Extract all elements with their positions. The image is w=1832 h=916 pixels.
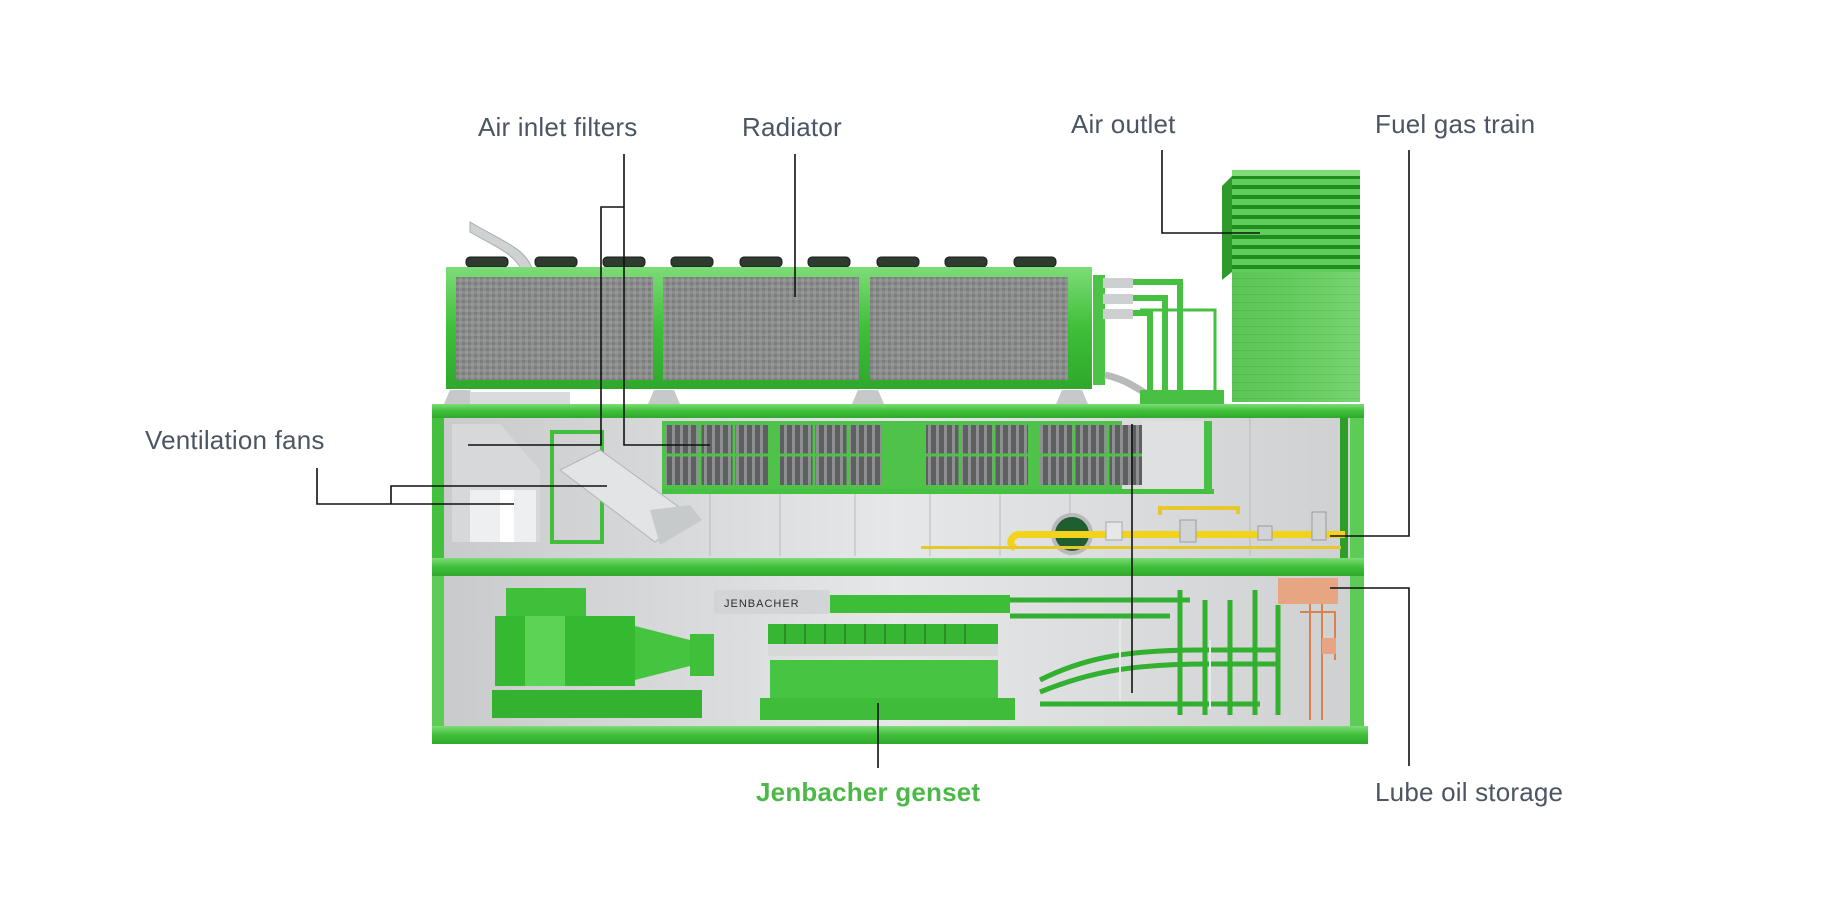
callout-ventilation-fans: Ventilation fans	[145, 425, 325, 455]
air-outlet-unit	[1222, 170, 1360, 402]
brand-plate	[714, 590, 830, 614]
callout-radiator: Radiator	[742, 112, 842, 142]
callout-air-inlet-filters: Air inlet filters	[478, 112, 638, 142]
callout-air-outlet: Air outlet	[1071, 109, 1176, 139]
gas-engine	[760, 595, 1015, 720]
leader-lines	[316, 150, 1410, 768]
generator	[492, 588, 714, 718]
leader-ventilation-fans-a	[316, 468, 514, 505]
leader-fuel-gas-train	[1330, 150, 1410, 537]
radiator-unit	[444, 267, 1092, 406]
container-upper-deck	[432, 404, 1364, 576]
ventilation-fan-assembly	[452, 424, 702, 545]
callout-lube-oil-storage: Lube oil storage	[1375, 777, 1564, 807]
pipe-manifold	[1140, 390, 1224, 406]
radiator-piping	[1093, 275, 1217, 402]
brand-plate-text: JENBACHER	[724, 598, 800, 610]
leader-lube-oil-storage	[1330, 587, 1410, 766]
air-inlet-filter-grilles	[662, 421, 1214, 494]
leader-ventilation-fans-b	[390, 485, 607, 504]
leader-air-inlet-filters-a	[623, 154, 710, 446]
callout-jenbacher-genset: Jenbacher genset	[756, 777, 981, 807]
container-lower-deck: JENBACHER	[432, 576, 1368, 744]
radiator-fans	[465, 221, 1057, 271]
leader-air-outlet	[1161, 150, 1260, 234]
fuel-gas-train	[921, 506, 1345, 555]
lube-oil-tank	[1278, 578, 1338, 720]
callout-fuel-gas-train: Fuel gas train	[1375, 109, 1536, 139]
leader-air-inlet-filters-b	[468, 206, 624, 446]
